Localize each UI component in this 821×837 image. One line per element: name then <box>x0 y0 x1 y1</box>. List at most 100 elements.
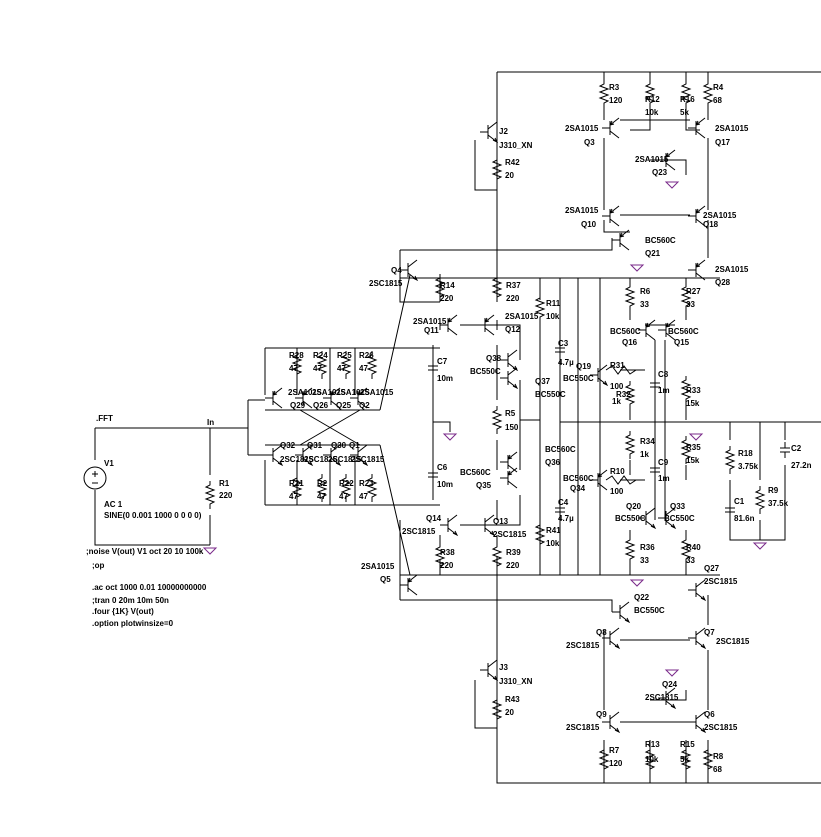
r6-value: 33 <box>640 300 649 309</box>
c2-value: 27.2n <box>791 461 812 470</box>
q31-model: 2SC1815 <box>304 455 338 464</box>
r23-name: R23 <box>359 479 374 488</box>
r37-value: 220 <box>506 294 520 303</box>
c7-value: 10m <box>437 374 453 383</box>
q30-model: 2SC1815 <box>328 455 362 464</box>
q33-name: Q33 <box>670 502 686 511</box>
q5-name: Q5 <box>380 575 391 584</box>
r28-name: R28 <box>289 351 304 360</box>
r1-value: 220 <box>219 491 233 500</box>
r12-name: R12 <box>645 95 660 104</box>
r37-name: R37 <box>506 281 521 290</box>
r40-value: 33 <box>686 556 695 565</box>
q18-model: 2SA1015 <box>703 211 737 220</box>
q37-name: Q37 <box>535 377 551 386</box>
c6-name: C6 <box>437 463 448 472</box>
r32-value: 1k <box>612 397 621 406</box>
r7-value: 120 <box>609 759 623 768</box>
r23-value: 47 <box>359 492 368 501</box>
r42-name: R42 <box>505 158 520 167</box>
q23-model: 2SA1015 <box>635 155 669 164</box>
q6-name: Q6 <box>704 710 715 719</box>
v1-name: V1 <box>104 459 114 468</box>
q38-model: BC550C <box>470 367 501 376</box>
q20-name: Q20 <box>626 502 642 511</box>
r38-name: R38 <box>440 548 455 557</box>
q9-name: Q9 <box>596 710 607 719</box>
r32-name: R32 <box>616 390 631 399</box>
q22-name: Q22 <box>634 593 650 602</box>
c9-name: C9 <box>658 458 669 467</box>
r3-name: R3 <box>609 83 620 92</box>
directive: ;noise V(out) V1 oct 20 10 100k <box>86 547 204 556</box>
q36-model: BC560C <box>545 445 576 454</box>
r4-value: 68 <box>713 96 722 105</box>
wires <box>94 71 821 784</box>
q35-model: BC560C <box>460 468 491 477</box>
q1-name: Q1 <box>349 441 360 450</box>
r22-name: R22 <box>339 479 354 488</box>
r24-value: 47 <box>313 364 322 373</box>
q24-model: 2SC1815 <box>645 693 679 702</box>
j2-name: J2 <box>499 127 508 136</box>
c7-name: C7 <box>437 357 448 366</box>
r15-value: 5k <box>680 755 689 764</box>
c4-name: C4 <box>558 498 569 507</box>
q15-model: BC560C <box>668 327 699 336</box>
r33-name: R33 <box>686 386 701 395</box>
c9-value: 1m <box>658 474 670 483</box>
q28-model: 2SA1015 <box>715 265 749 274</box>
q32-name: Q32 <box>280 441 296 450</box>
r5-value: 150 <box>505 423 519 432</box>
c2-name: C2 <box>791 444 802 453</box>
q16-model: BC560C <box>610 327 641 336</box>
r28-value: 47 <box>289 364 298 373</box>
r7-name: R7 <box>609 746 620 755</box>
r16-value: 5k <box>680 108 689 117</box>
r27-name: R27 <box>686 287 701 296</box>
c6-value: 10m <box>437 480 453 489</box>
r40-name: R40 <box>686 543 701 552</box>
q17-model: 2SA1015 <box>715 124 749 133</box>
q8-model: 2SC1815 <box>566 641 600 650</box>
q10-name: Q10 <box>581 220 597 229</box>
r26-value: 47 <box>359 364 368 373</box>
r11-name: R11 <box>546 299 561 308</box>
r22-value: 47 <box>339 492 348 501</box>
q3-model: 2SA1015 <box>565 124 599 133</box>
q14-model: 2SC1815 <box>402 527 436 536</box>
c8-name: C8 <box>658 370 669 379</box>
q13-model: 2SC1815 <box>493 530 527 539</box>
q36-name: Q36 <box>545 458 561 467</box>
r14-value: 220 <box>440 294 454 303</box>
q12-name: Q12 <box>505 325 521 334</box>
q17-name: Q17 <box>715 138 731 147</box>
r2-value: 47 <box>317 492 326 501</box>
r36-value: 33 <box>640 556 649 565</box>
r35-value: 15k <box>686 456 700 465</box>
q12-model: 2SA1015 <box>505 312 539 321</box>
r16-name: R16 <box>680 95 695 104</box>
q6-model: 2SC1815 <box>704 723 738 732</box>
q25-model: 2SA1015 <box>336 388 370 397</box>
r33-value: 15k <box>686 399 700 408</box>
q34-model: BC560C <box>563 474 594 483</box>
r18-name: R18 <box>738 449 753 458</box>
r21-value: 47 <box>289 492 298 501</box>
q11-model: 2SA1015 <box>413 317 447 326</box>
r13-name: R13 <box>645 740 660 749</box>
directive: .ac oct 1000 0.01 10000000000 <box>92 583 207 592</box>
c4-value: 4.7µ <box>558 514 574 523</box>
r38-value: 220 <box>440 561 454 570</box>
c1-value: 81.6n <box>734 514 755 523</box>
q25-name: Q25 <box>336 401 352 410</box>
q4-model: 2SC1815 <box>369 279 403 288</box>
q1-model: 2SC1815 <box>351 455 385 464</box>
q34-name: Q34 <box>570 484 586 493</box>
q21-name: Q21 <box>645 249 661 258</box>
r12-value: 10k <box>645 108 659 117</box>
voltage-source-symbol <box>83 466 107 490</box>
directive: .option plotwinsize=0 <box>92 619 174 628</box>
r24-name: R24 <box>313 351 328 360</box>
